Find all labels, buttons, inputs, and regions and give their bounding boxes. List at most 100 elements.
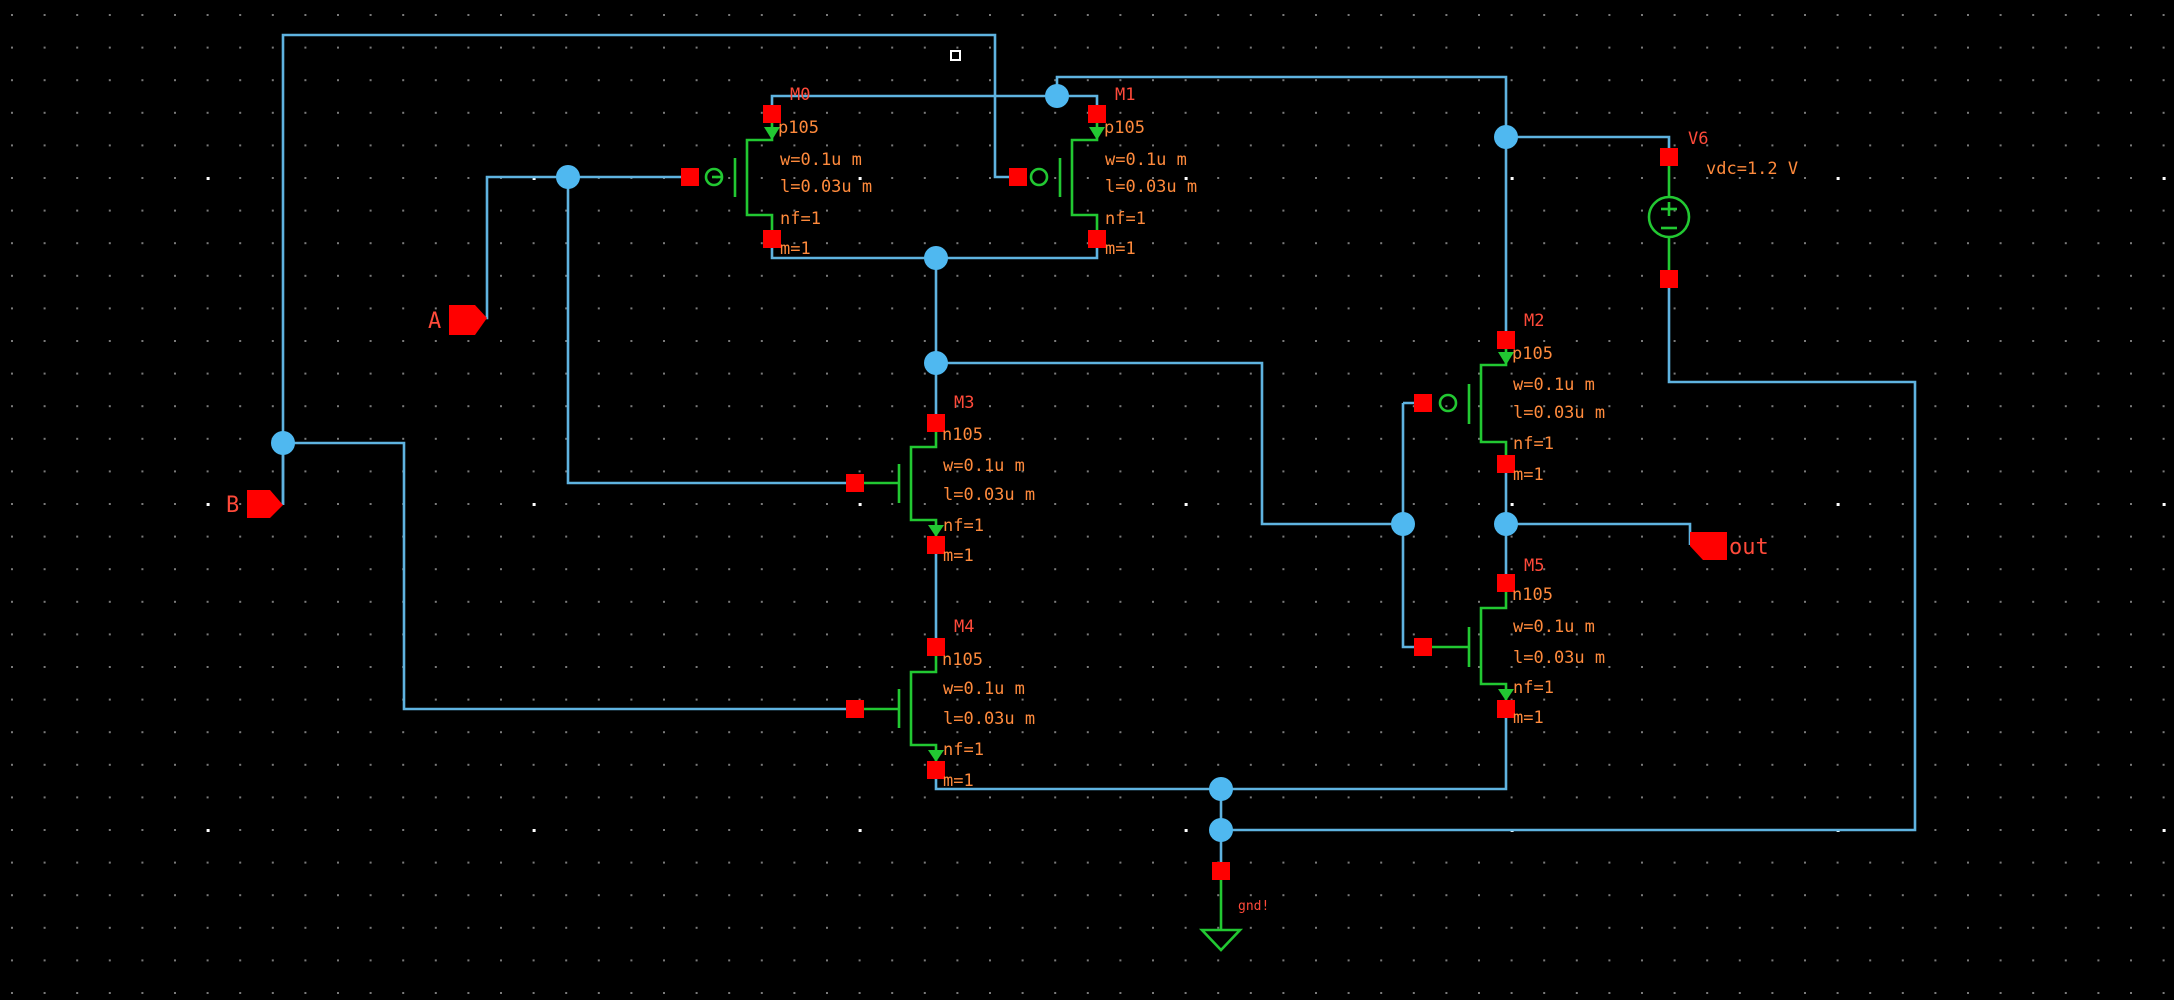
grid-dot [760,568,763,571]
transistor-m0[interactable]: M0 p105 w=0.1u m l=0.03u m nf=1 m=1 [681,85,872,259]
grid-dot [271,894,274,897]
port-a[interactable]: A [428,305,487,335]
grid-dot [597,568,600,571]
wire-a[interactable] [485,175,690,320]
transistor-m1[interactable]: M1 p105 w=0.1u m l=0.03u m nf=1 m=1 [1009,85,1197,259]
grid-dot [1641,698,1643,701]
m1-length: l=0.03u m [1105,177,1197,197]
grid-dot [1836,46,1839,49]
grid-dot [76,861,79,864]
grid-dot [1217,926,1220,929]
grid-dot [1836,242,1839,245]
grid-dot [108,535,111,538]
transistor-m2[interactable]: M2 p105 w=0.1u m l=0.03u m nf=1 m=1 [1414,311,1605,485]
grid-dot [956,698,959,701]
grid-dot [500,633,502,636]
grid-dot [1641,959,1643,962]
wire-a-m3[interactable] [566,177,855,485]
m0-name: M0 [790,85,810,105]
grid-dot [989,829,991,831]
grid-dot [1445,242,1448,245]
grid-dot [2162,470,2165,473]
grid-dot [304,535,307,538]
grid-dot [1315,894,1317,897]
grid-dot [1836,666,1839,668]
grid-dot [1543,209,1546,212]
grid-dot [1412,372,1415,375]
grid-dot [1836,698,1839,701]
grid-dot [434,307,437,310]
grid-dot [206,698,209,701]
grid-dot [1249,46,1252,49]
grid-dot [1478,992,1480,994]
grid-dot [565,274,568,277]
transistor-m4[interactable]: M4 n105 w=0.1u m l=0.03u m nf=1 m=1 [846,617,1035,791]
port-b[interactable]: B [226,490,283,518]
grid-dot [1836,763,1839,766]
grid-dot [1119,731,1122,734]
ground-symbol[interactable]: gnd! [1198,862,1269,952]
grid-dot [141,470,144,473]
grid-dot [1575,372,1578,375]
grid-dot [1836,600,1839,603]
grid-dot [2162,568,2165,571]
wire-gnd-right[interactable] [1221,279,1917,832]
grid-dot [141,14,144,16]
grid-dot [1804,698,1806,701]
grid-dot [43,307,46,310]
grid-dot [1445,340,1448,342]
grid-dot [1967,894,1969,897]
grid-dot [565,568,568,571]
wire-b-top[interactable] [281,33,1018,505]
grid-dot [1184,14,1187,16]
grid-dot [1054,14,1057,16]
grid-dot [369,503,372,505]
grid-dot [728,274,731,277]
grid-dot [1869,763,1872,766]
voltage-source-v6[interactable]: V6 vdc=1.2 V [1647,129,1798,288]
grid-dot [1836,144,1839,147]
grid-dot [760,144,763,147]
grid-dot [2130,894,2132,897]
wire-out[interactable] [1506,522,1692,545]
grid-dot [1445,46,1448,49]
grid-dot [1119,959,1122,962]
grid-dot [1119,177,1122,179]
grid-dot [434,437,437,440]
grid-dot [1445,992,1448,994]
grid-dot [2097,666,2100,668]
transistor-m3[interactable]: M3 n105 w=0.1u m l=0.03u m nf=1 m=1 [846,393,1035,566]
grid-dot [2097,861,2100,864]
grid-dot [597,372,600,375]
grid-dot [695,763,698,766]
grid-dot [141,698,144,701]
grid-dot [434,992,437,994]
grid-dot [141,46,144,49]
grid-dot [2032,861,2035,864]
port-out[interactable]: out [1690,532,1769,560]
grid-dot [1315,470,1317,473]
grid-dot [1184,535,1187,538]
grid-dot [565,633,568,636]
grid-dot [1086,600,1089,603]
grid-dot [174,894,176,897]
grid-dot [1086,209,1089,212]
grid-dot [1315,796,1317,799]
grid-dot [760,14,763,16]
grid-dot [108,340,111,342]
selection-marker[interactable] [950,50,961,61]
grid-dot [206,14,209,16]
grid-dot [1608,926,1611,929]
wire-b-m4[interactable] [283,441,855,711]
wire-to-inverter[interactable] [936,361,1403,526]
grid-dot [2162,861,2165,864]
grid-dot [141,926,144,929]
grid-dot [1901,470,1904,473]
grid-dot [728,144,731,147]
grid-dot [11,14,13,16]
grid-dot [1738,992,1741,994]
transistor-m5[interactable]: M5 n105 w=0.1u m l=0.03u m nf=1 m=1 [1414,556,1605,728]
wire-vdd-source[interactable] [1506,135,1671,157]
grid-dot [597,242,600,245]
